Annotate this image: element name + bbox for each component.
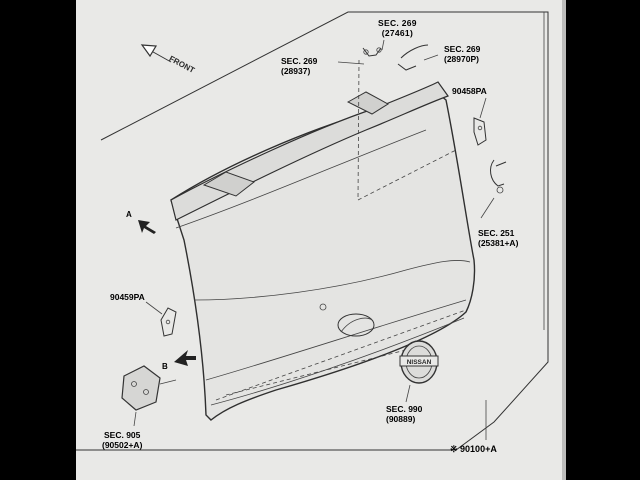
callout-code: (28937) xyxy=(281,66,311,76)
leader-90458pa xyxy=(479,97,487,119)
leader-dashed-lower xyxy=(215,309,467,401)
svg-text:NISSAN: NISSAN xyxy=(407,359,432,366)
callout-sec: SEC. 269 xyxy=(378,18,417,28)
washer-connector-icon xyxy=(397,44,429,71)
front-arrow-icon xyxy=(140,44,172,63)
view-a-label: A xyxy=(126,210,132,219)
callout-code: (90502+A) xyxy=(102,440,143,450)
callout-90458pa: 90458PA xyxy=(452,86,487,96)
view-b-arrow-icon xyxy=(174,350,196,366)
emblem-recess xyxy=(337,313,375,337)
stop-lamp-right xyxy=(346,91,389,115)
view-b-label: B xyxy=(162,362,168,371)
leader-90459pa xyxy=(145,301,163,315)
nissan-emblem-icon: NISSAN xyxy=(399,340,439,384)
callout-sec269-28970p: SEC. 269 (28970P) xyxy=(444,44,480,64)
leader-25381 xyxy=(480,197,495,219)
glass-edge xyxy=(175,129,427,229)
callout-sec251-25381a: SEC. 251 (25381+A) xyxy=(478,228,518,248)
callout-sec: SEC. 269 xyxy=(444,44,481,54)
callout-sec: SEC. 251 xyxy=(478,228,515,238)
parts-diagram-sheet: NISSAN FRONT SEC. 269 (27461) SEC. 269 (… xyxy=(76,0,564,480)
leader-28970p xyxy=(423,54,439,61)
callout-sec: SEC. 269 xyxy=(281,56,318,66)
lower-trim-line xyxy=(205,299,467,381)
hinge-bracket-left-icon xyxy=(160,307,177,337)
lower-trim-line-2 xyxy=(210,317,465,406)
camera-hole xyxy=(319,303,327,311)
washer-hose-clip-icon xyxy=(362,47,382,57)
adjacent-page-edge xyxy=(562,0,566,480)
door-lock-actuator-icon xyxy=(121,365,177,411)
callout-code: (28970P) xyxy=(444,54,479,64)
leader-90502a xyxy=(133,411,137,427)
diagram-frame xyxy=(76,11,549,451)
callout-sec: SEC. 990 xyxy=(386,404,423,414)
centerline-diag xyxy=(357,149,457,201)
leader-90889 xyxy=(405,384,411,403)
panel-crease xyxy=(193,260,471,301)
callout-90100a: ※ 90100+A xyxy=(450,444,497,454)
callout-code: (27461) xyxy=(381,28,414,38)
callout-90459pa: 90459PA xyxy=(110,292,145,302)
hinge-bracket-right-icon xyxy=(473,117,487,146)
leader-28937 xyxy=(337,61,365,65)
view-a-arrow-icon xyxy=(138,220,156,234)
leader-dashed-lock xyxy=(225,349,407,396)
parts-diagram: NISSAN xyxy=(76,11,549,451)
callout-sec269-27461: SEC. 269 (27461) xyxy=(378,18,417,38)
callout-code: (25381+A) xyxy=(478,238,519,248)
callout-sec269-28937: SEC. 269 (28937) xyxy=(281,56,317,76)
centerline-vertical xyxy=(357,59,360,201)
callout-sec: SEC. 905 xyxy=(104,430,141,440)
callout-code: (90889) xyxy=(386,414,416,424)
leader-27461 xyxy=(381,39,385,51)
callout-sec990-90889: SEC. 990 (90889) xyxy=(386,404,422,424)
handle-shape xyxy=(340,317,373,333)
door-switch-icon xyxy=(490,159,507,194)
callout-sec905-90502a: SEC. 905 (90502+A) xyxy=(102,430,142,450)
stop-lamp-left xyxy=(202,171,256,197)
